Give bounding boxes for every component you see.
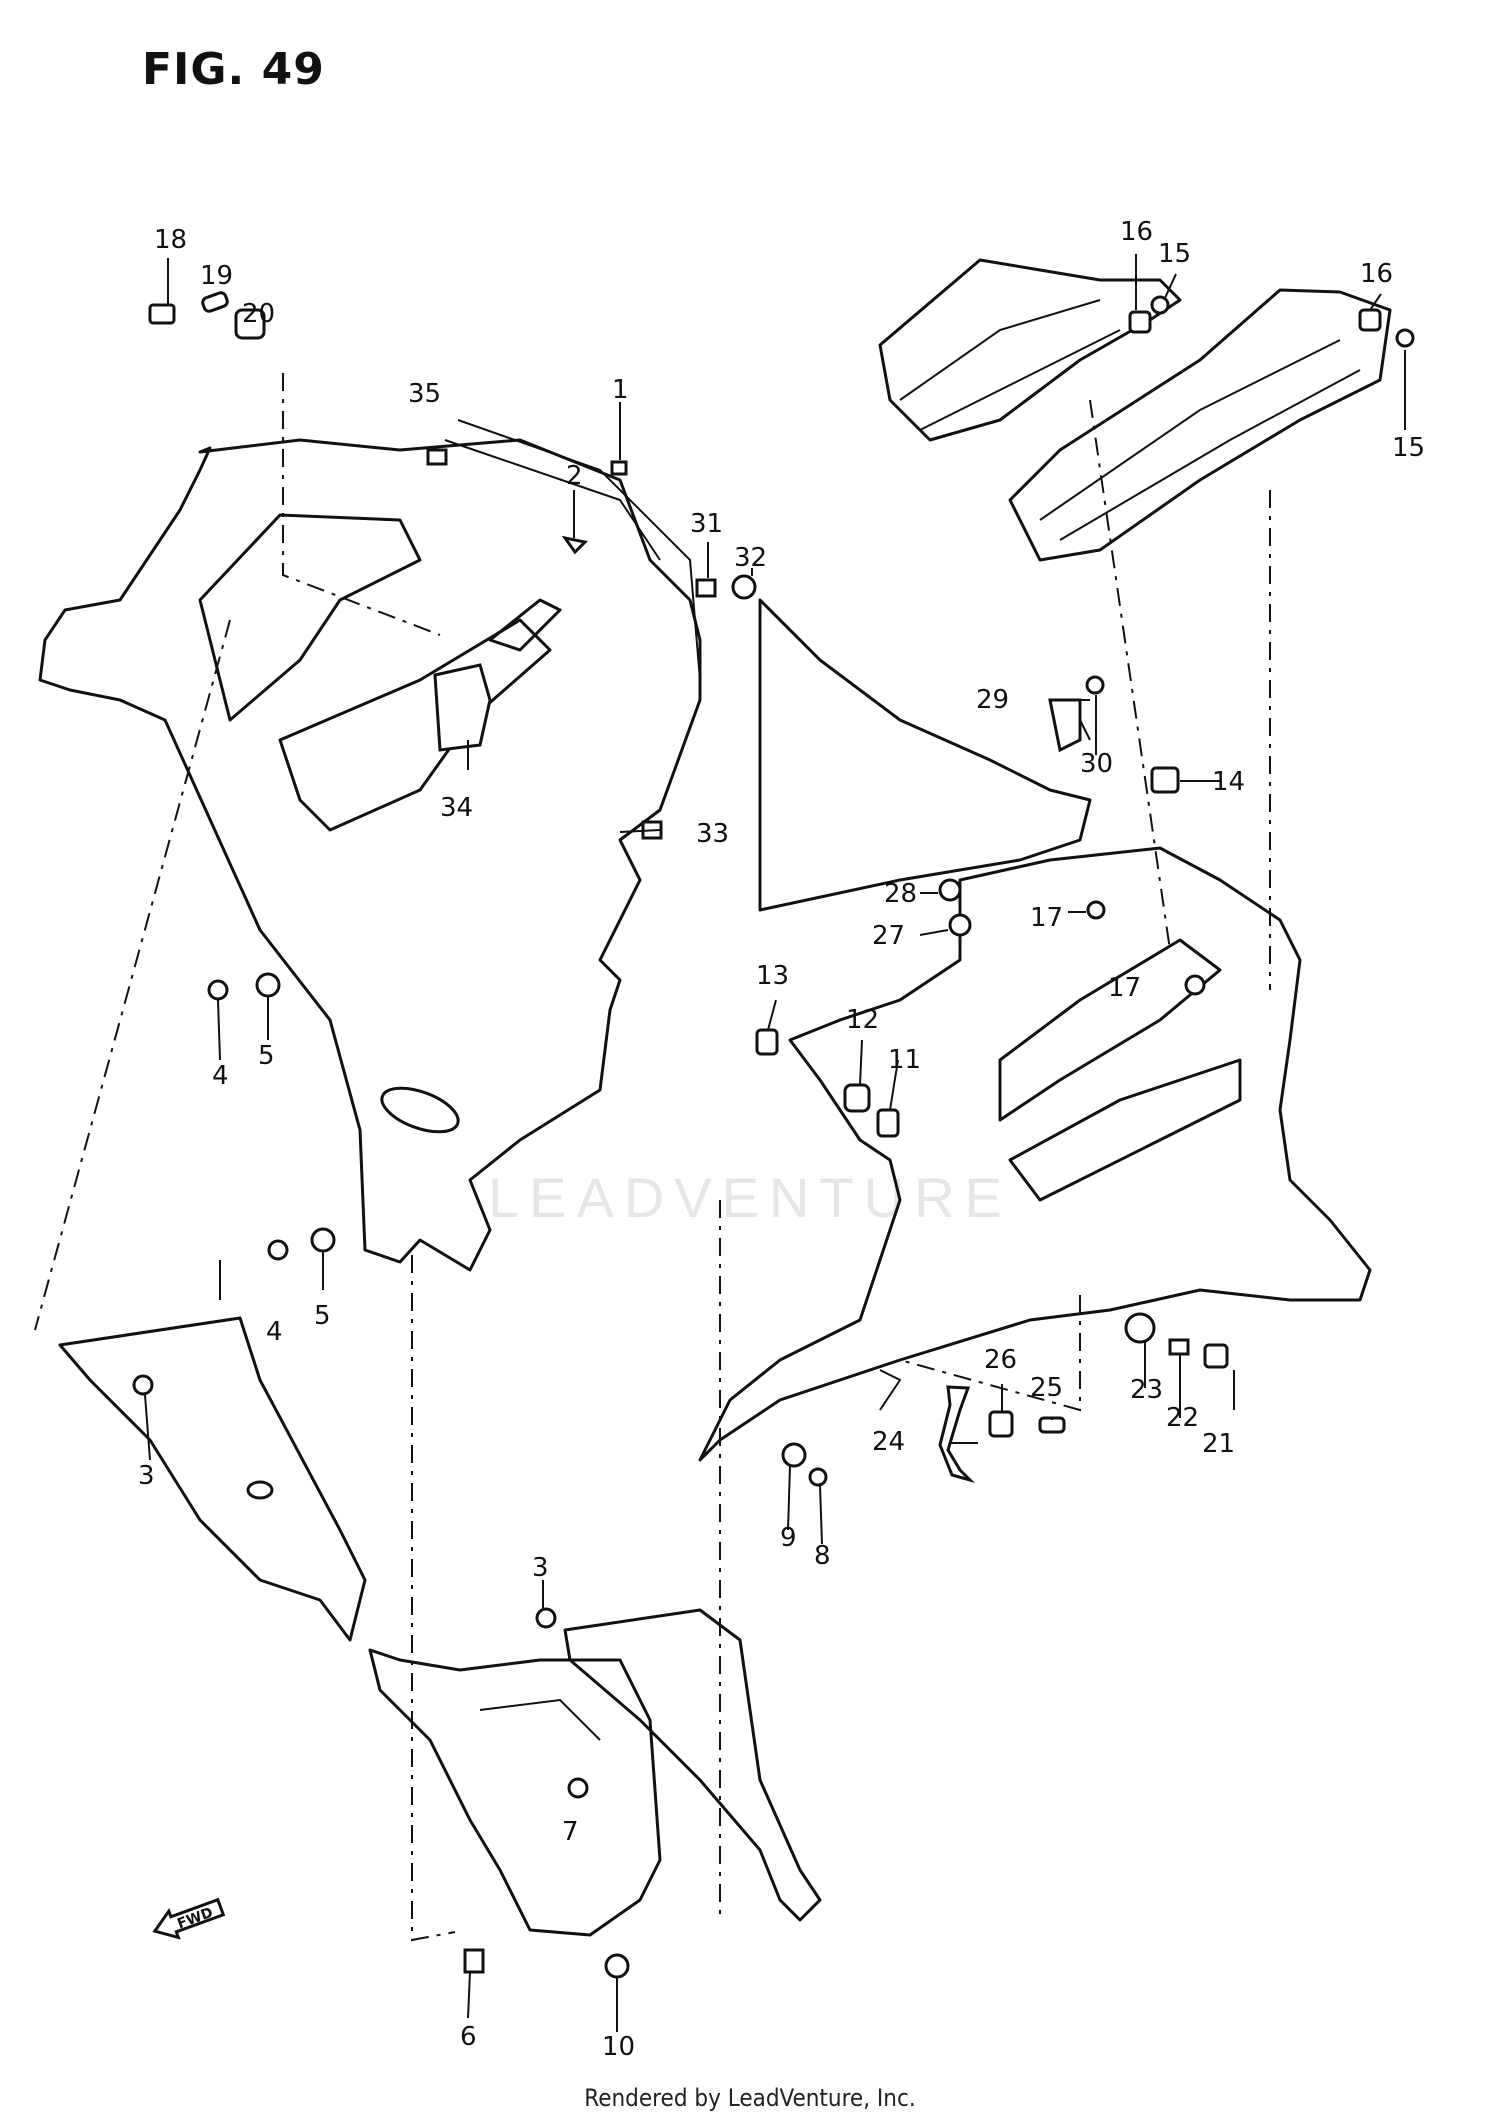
callout-3a: 3 (138, 1461, 155, 1491)
fwd-arrow-icon: FWD (152, 1897, 226, 1940)
callout-17a: 17 (1030, 903, 1063, 933)
callout-9: 9 (780, 1523, 797, 1553)
leadventure-watermark: LEADVENTURE (488, 1166, 1012, 1229)
callout-34: 34 (440, 793, 473, 823)
callout-30: 30 (1080, 749, 1113, 779)
callout-4b: 4 (266, 1317, 283, 1347)
lower-left-panel (58, 1316, 367, 1642)
callout-32: 32 (734, 543, 767, 573)
callout-3b: 3 (532, 1553, 549, 1583)
left-fairing-panel (38, 419, 702, 1272)
callout-33: 33 (696, 819, 729, 849)
callout-18: 18 (154, 225, 187, 255)
callout-35: 35 (408, 379, 441, 409)
lower-center-panel (368, 1608, 822, 1937)
footer-credit: Rendered by LeadVenture, Inc. (584, 2084, 916, 2112)
callout-16a: 16 (1120, 217, 1153, 247)
upper-right-side-panel-rear (1008, 288, 1392, 562)
callout-13: 13 (756, 961, 789, 991)
callout-8: 8 (814, 1541, 831, 1571)
right-side-fairing (698, 846, 1372, 1462)
callout-15b: 15 (1392, 433, 1425, 463)
figure-title: FIG. 49 (142, 44, 325, 95)
callout-27: 27 (872, 921, 905, 951)
callout-12: 12 (846, 1005, 879, 1035)
part-callouts: 1 2 3 3 4 4 5 5 6 7 8 9 10 11 12 13 14 1… (138, 217, 1425, 2062)
callout-21: 21 (1202, 1429, 1235, 1459)
callout-5b: 5 (314, 1301, 331, 1331)
hardware-items (132, 291, 1415, 1979)
assembly-lines (34, 373, 1271, 1942)
callout-20: 20 (242, 299, 275, 329)
leader-lines (144, 254, 1406, 2032)
callout-19: 19 (200, 261, 233, 291)
callout-23: 23 (1130, 1375, 1163, 1405)
callout-31: 31 (690, 509, 723, 539)
callout-6: 6 (460, 2022, 477, 2052)
callout-28: 28 (884, 879, 917, 909)
callout-22: 22 (1166, 1403, 1199, 1433)
callout-14: 14 (1212, 767, 1245, 797)
callout-2: 2 (566, 461, 583, 491)
callout-17b: 17 (1108, 973, 1141, 1003)
callout-29: 29 (976, 685, 1009, 715)
callout-16b: 16 (1360, 259, 1393, 289)
callout-1: 1 (612, 375, 629, 405)
callout-11: 11 (888, 1045, 921, 1075)
callout-7: 7 (562, 1817, 579, 1847)
callout-10: 10 (602, 2032, 635, 2062)
callout-5a: 5 (258, 1041, 275, 1071)
callout-26: 26 (984, 1345, 1017, 1375)
callout-24: 24 (872, 1427, 905, 1457)
callout-4a: 4 (212, 1061, 229, 1091)
callout-15a: 15 (1158, 239, 1191, 269)
inner-fairing-piece (758, 598, 1092, 912)
callout-25: 25 (1030, 1373, 1063, 1403)
